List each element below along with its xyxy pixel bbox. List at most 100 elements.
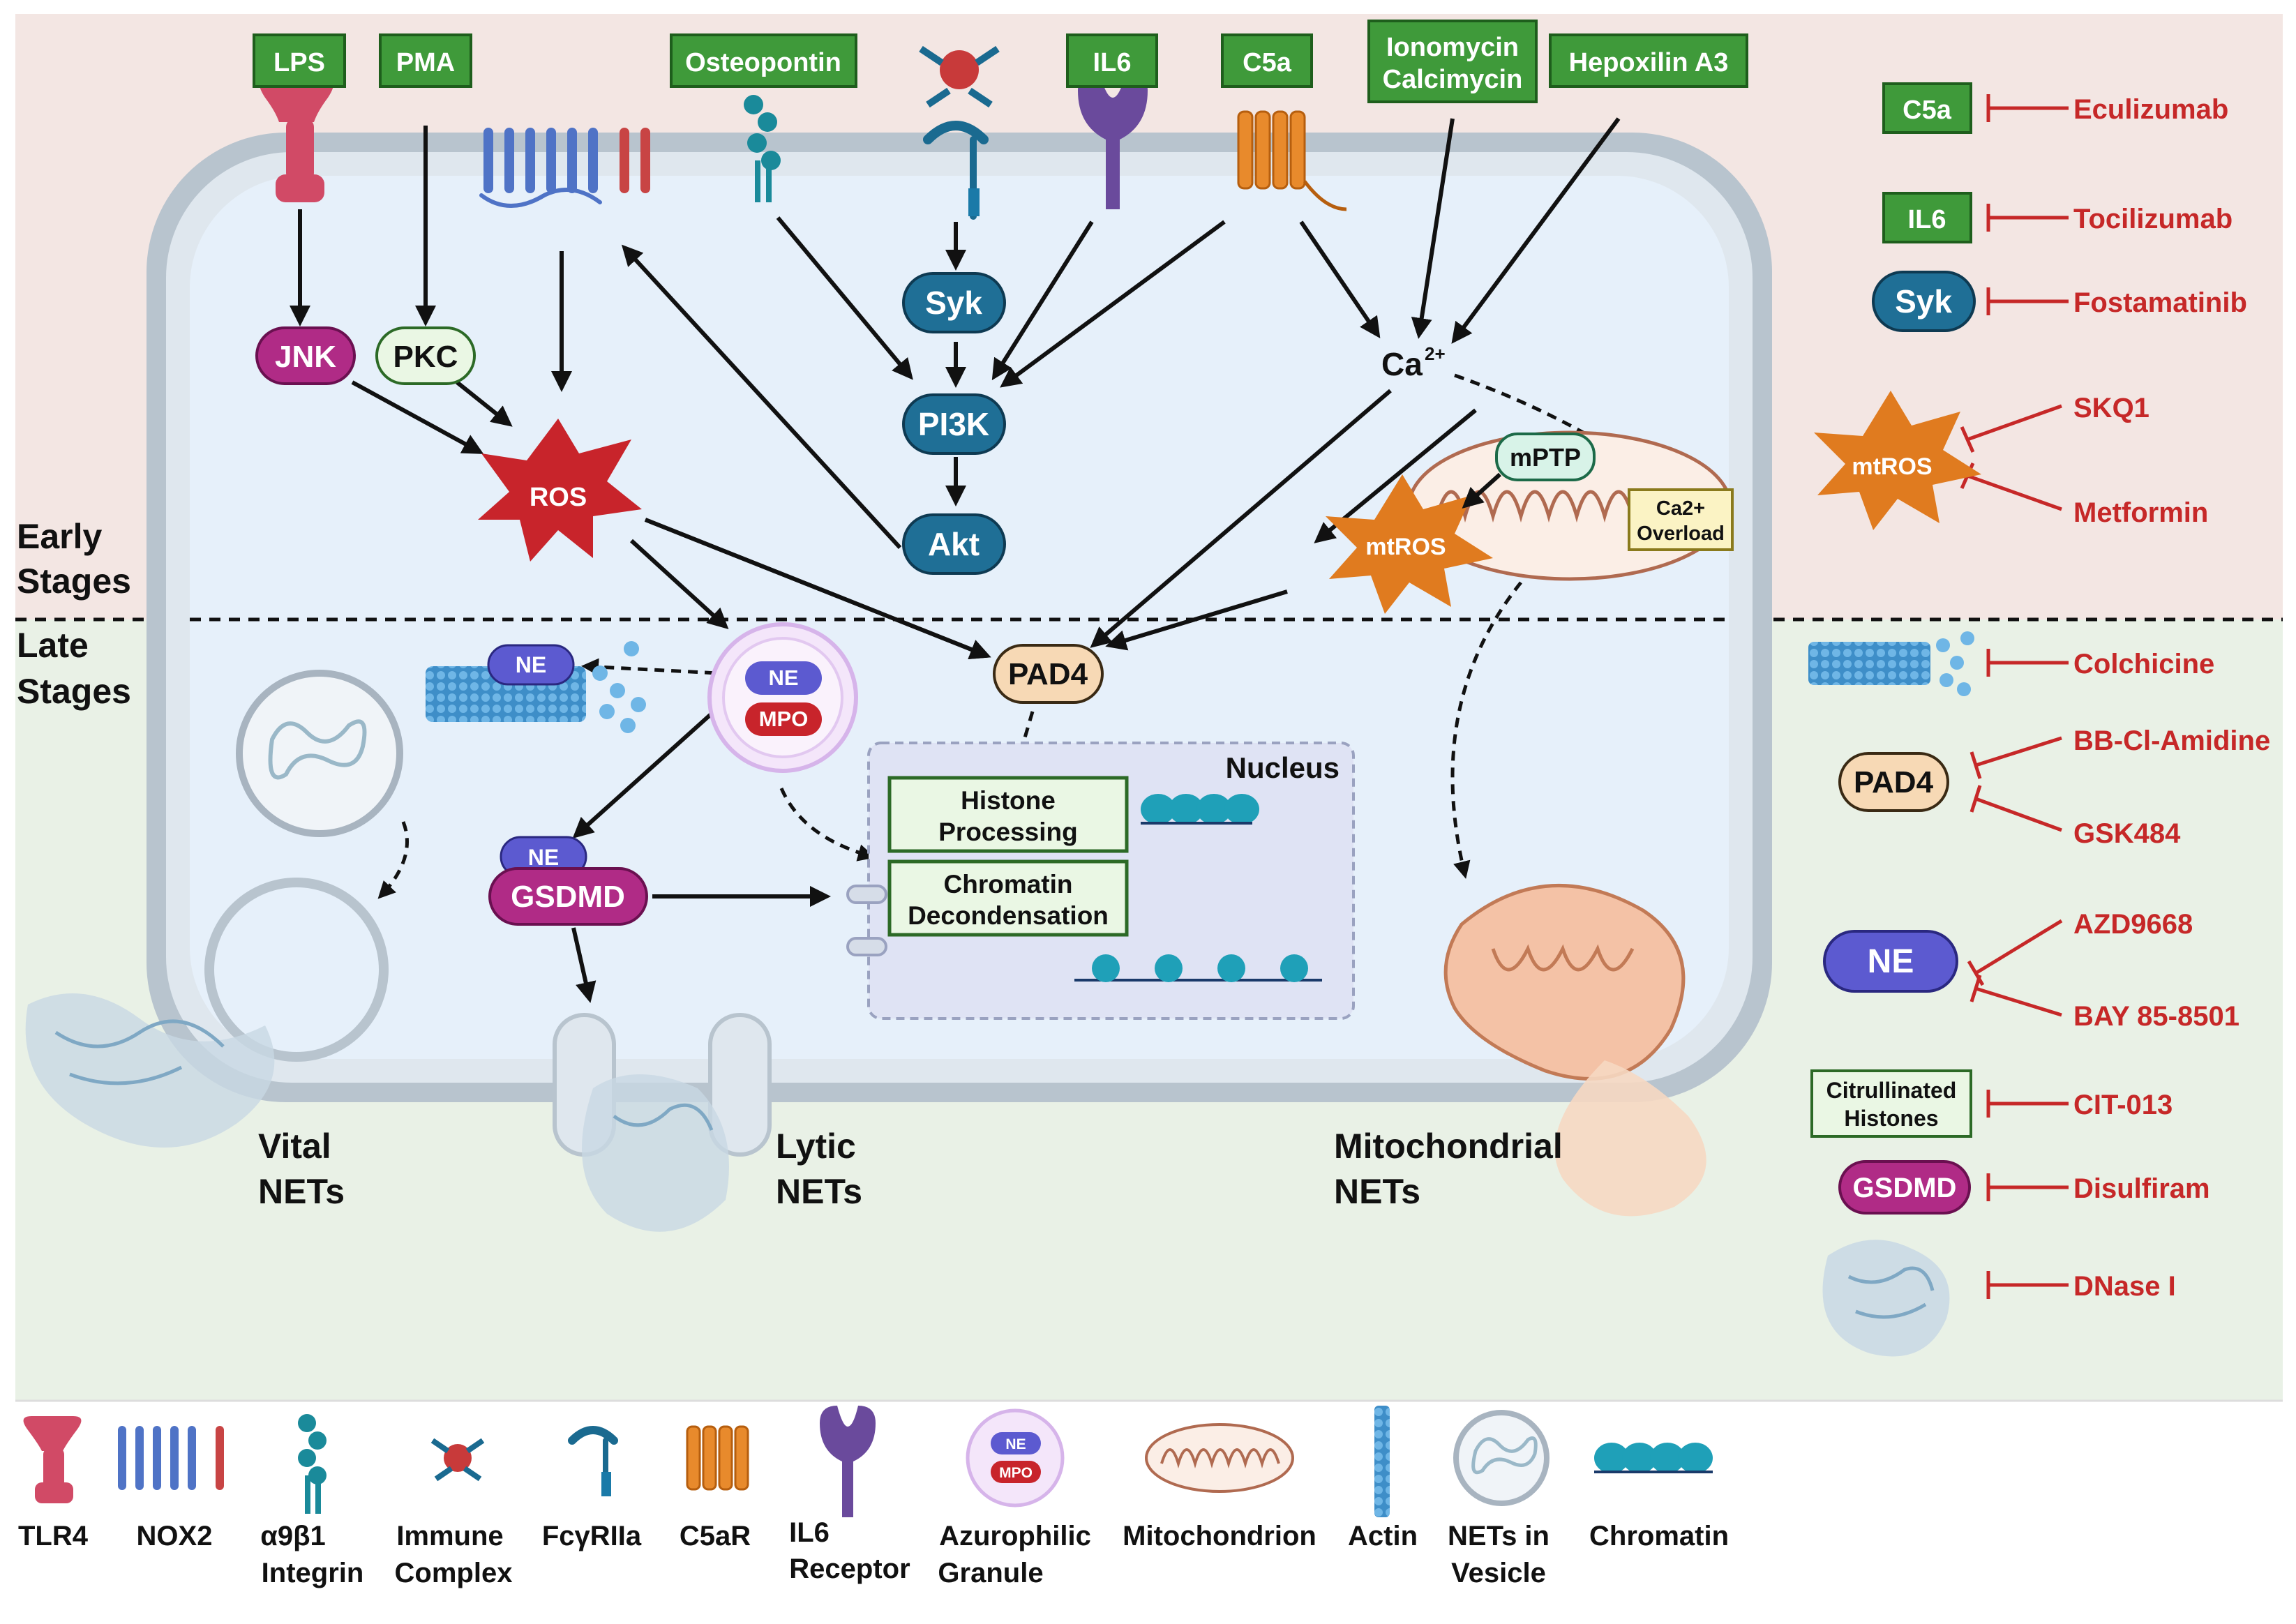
immune-complex-icon-legend — [430, 1438, 485, 1482]
svg-text:PKC: PKC — [393, 340, 458, 374]
inhibitor-target-ne: NE — [1823, 930, 1958, 993]
stimulus-osteopontin: Osteopontin — [670, 33, 857, 88]
inhibitor-target-net-icon — [1822, 1240, 1950, 1357]
svg-text:2+: 2+ — [1425, 343, 1446, 364]
inhibitor-target-mtros: mtROS — [1814, 391, 1981, 530]
nox2-receptor-icon — [479, 128, 650, 208]
ca-overload-box: Ca2+ Overload — [1628, 488, 1734, 551]
svg-text:MPO: MPO — [759, 707, 809, 731]
stimulus-lps: LPS — [253, 33, 346, 88]
drug-metformin: Metformin — [2073, 497, 2208, 528]
akt-node: Akt — [902, 513, 1006, 575]
svg-text:Ionomycin: Ionomycin — [1386, 33, 1519, 62]
actin-icon — [1374, 1406, 1390, 1517]
svg-text:Histones: Histones — [1844, 1106, 1938, 1131]
stimulus-ionomycin: Ionomycin Calcimycin — [1367, 20, 1538, 103]
inhibitor-panel — [1960, 94, 2069, 1299]
svg-text:Akt: Akt — [928, 526, 980, 562]
legend-item-il6-receptor: IL6 Receptor — [789, 1406, 910, 1584]
svg-text:PI3K: PI3K — [918, 406, 989, 442]
gsdmd-node: NE GSDMD — [488, 836, 648, 926]
drug-bay-85-8501: BAY 85-8501 — [2073, 1001, 2239, 1032]
pkc-node: PKC — [375, 326, 476, 385]
svg-text:Vesicle: Vesicle — [1451, 1558, 1546, 1588]
svg-text:mtROS: mtROS — [1852, 453, 1932, 480]
immune-complex-icon — [919, 45, 1000, 108]
drug-gsk484: GSK484 — [2073, 818, 2181, 849]
inhibitor-target-il6: IL6 — [1882, 192, 1972, 243]
mtros-node: mtROS — [1326, 474, 1493, 614]
svg-text:Processing: Processing — [938, 818, 1077, 846]
mptp-node: mPTP — [1495, 433, 1596, 481]
svg-text:NE: NE — [528, 845, 559, 870]
chromatin-icon — [1594, 1443, 1713, 1473]
pi3k-node: PI3K — [902, 393, 1006, 455]
drug-dnase-i: DNase I — [2073, 1271, 2176, 1302]
svg-text:PMA: PMA — [396, 48, 455, 77]
drug-fostamatinib: Fostamatinib — [2073, 287, 2247, 318]
lytic-nets-label: Lytic — [776, 1127, 856, 1166]
svg-text:JNK: JNK — [275, 340, 336, 374]
svg-text:Granule: Granule — [938, 1558, 1043, 1588]
fcgr-icon — [568, 1426, 618, 1496]
svg-text:MPO: MPO — [999, 1465, 1033, 1481]
vital-net-bleb — [25, 878, 389, 1148]
drug-azd9668: AZD9668 — [2073, 909, 2193, 940]
drug-skq1: SKQ1 — [2073, 393, 2149, 423]
legend-item-mitochondrion: Mitochondrion — [1123, 1423, 1316, 1551]
svg-text:Azurophilic: Azurophilic — [939, 1521, 1091, 1551]
svg-text:PAD4: PAD4 — [1008, 657, 1088, 691]
il6-receptor-icon-legend — [820, 1406, 876, 1517]
drug-cit-013: CIT-013 — [2073, 1090, 2173, 1120]
svg-text:NE: NE — [1005, 1436, 1026, 1452]
drug-disulfiram: Disulfiram — [2073, 1173, 2210, 1204]
svg-text:C5a: C5a — [1243, 48, 1292, 77]
il6-receptor-icon — [1078, 70, 1148, 209]
svg-text:Overload: Overload — [1637, 522, 1725, 545]
svg-text:Complex: Complex — [395, 1558, 513, 1588]
svg-text:NE: NE — [1868, 943, 1914, 980]
drug-bb-cl-amidine: BB-Cl-Amidine — [2073, 725, 2270, 756]
integrin-receptor-icon — [744, 95, 781, 202]
legend: TLR4 NOX2 α9β1 Integrin Immune Complex — [18, 1406, 1729, 1588]
svg-text:Chromatin: Chromatin — [944, 870, 1073, 899]
c5ar-icon — [686, 1425, 749, 1491]
calcium-node: Ca 2+ — [1381, 343, 1446, 382]
inhibitor-target-pad4: PAD4 — [1838, 752, 1949, 812]
nets-vesicle — [236, 670, 403, 837]
lytic-nets-label-2: NETs — [776, 1172, 862, 1211]
integrin-icon — [298, 1414, 327, 1514]
ros-node: ROS — [478, 419, 642, 562]
azurophilic-granule-icon: NE MPO — [966, 1408, 1065, 1508]
chromatin-decondensation-box: Chromatin Decondensation — [887, 859, 1129, 937]
svg-text:GSDMD: GSDMD — [511, 880, 625, 914]
svg-text:Syk: Syk — [925, 285, 982, 321]
svg-text:Decondensation: Decondensation — [908, 901, 1109, 930]
svg-text:α9β1: α9β1 — [260, 1521, 326, 1551]
legend-item-nox2: NOX2 — [118, 1426, 224, 1551]
svg-text:Citrullinated: Citrullinated — [1826, 1078, 1957, 1103]
svg-text:IL6: IL6 — [789, 1517, 830, 1548]
svg-text:Osteopontin: Osteopontin — [685, 48, 841, 77]
mptp-to-mtros-arrow — [1462, 472, 1502, 509]
svg-text:FcγRIIa: FcγRIIa — [542, 1521, 642, 1551]
ros-to-pad4-arrow-fix — [644, 518, 991, 660]
svg-text:TLR4: TLR4 — [18, 1521, 89, 1551]
svg-text:mPTP: mPTP — [1510, 443, 1581, 472]
svg-text:Mitochondrion: Mitochondrion — [1123, 1521, 1316, 1551]
drug-colchicine: Colchicine — [2073, 649, 2214, 679]
svg-text:Ca: Ca — [1381, 346, 1423, 382]
legend-item-integrin: α9β1 Integrin — [260, 1414, 363, 1588]
svg-text:Chromatin: Chromatin — [1589, 1521, 1729, 1551]
tlr4-receptor-icon — [260, 77, 333, 202]
svg-text:Immune: Immune — [396, 1521, 503, 1551]
syk-node: Syk — [902, 272, 1006, 333]
drug-eculizumab: Eculizumab — [2073, 94, 2228, 125]
svg-text:C5a: C5a — [1903, 96, 1952, 125]
svg-text:IL6: IL6 — [1093, 48, 1132, 77]
azurophilic-granule: NE MPO — [707, 622, 858, 773]
c5ar-receptor-icon — [1237, 110, 1347, 211]
nuclear-pores — [846, 885, 887, 956]
svg-text:IL6: IL6 — [1908, 205, 1946, 234]
